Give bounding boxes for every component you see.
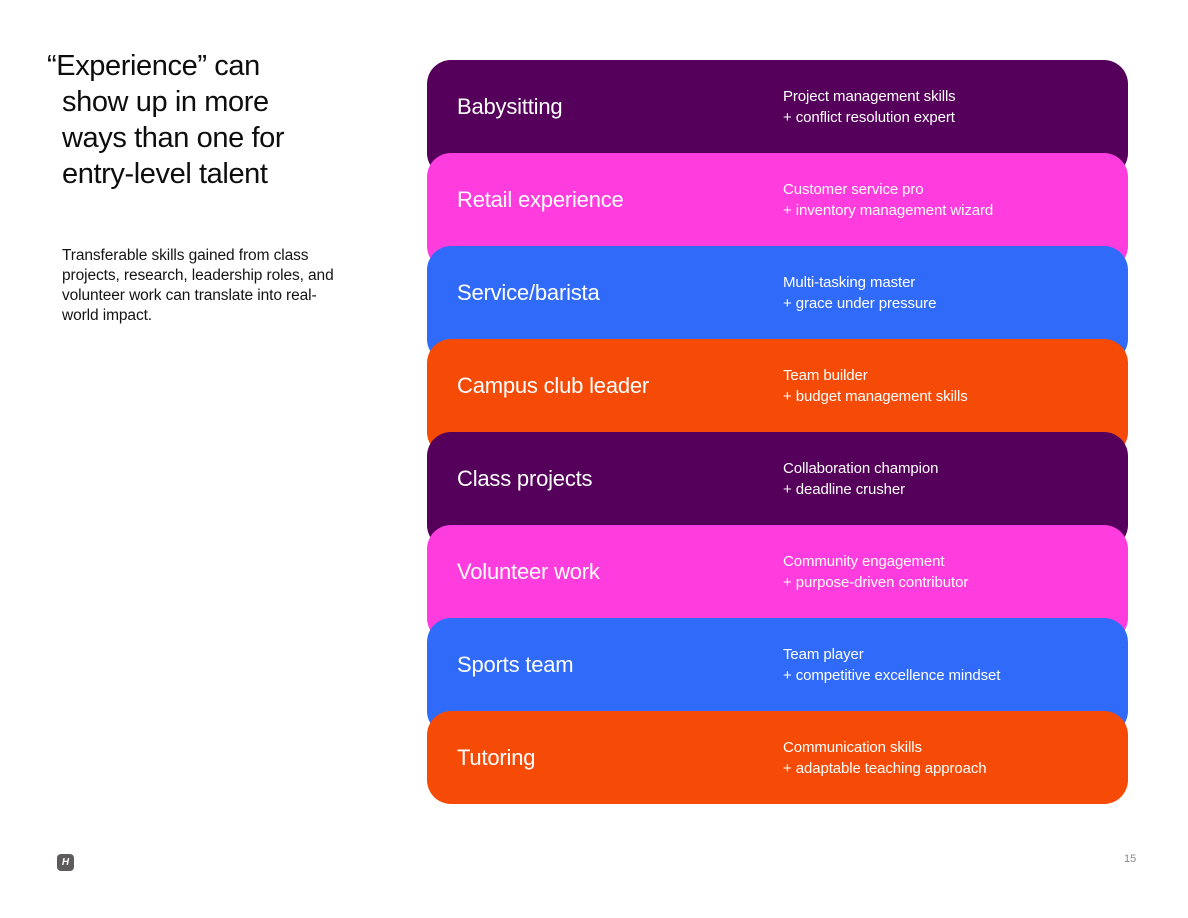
handshake-logo-icon: H xyxy=(57,854,74,871)
card-skills: Team builder + budget management skills xyxy=(783,365,988,407)
skill-secondary: + budget management skills xyxy=(783,387,968,405)
skill-primary: Customer service pro xyxy=(783,180,924,198)
skill-secondary: + purpose-driven contributor xyxy=(783,573,969,591)
skill-secondary: + grace under pressure xyxy=(783,294,937,312)
card-skills: Community engagement + purpose-driven co… xyxy=(783,551,988,593)
card-title: Retail experience xyxy=(457,186,624,212)
card-skills: Team player + competitive excellence min… xyxy=(783,644,1020,686)
experience-card-stack: Babysitting Project management skills + … xyxy=(427,60,1128,804)
card-title: Campus club leader xyxy=(457,372,650,398)
card-title: Sports team xyxy=(457,651,574,677)
card-title: Tutoring xyxy=(457,744,536,770)
card-title: Babysitting xyxy=(457,93,563,119)
card-skills: Multi-tasking master + grace under press… xyxy=(783,272,956,314)
skill-primary: Community engagement xyxy=(783,552,945,570)
skill-primary: Project management skills xyxy=(783,87,956,105)
slide-description: Transferable skills gained from class pr… xyxy=(62,247,334,324)
skill-secondary: + conflict resolution expert xyxy=(783,108,955,126)
slide-title: “Experience” can show up in more ways th… xyxy=(47,50,285,190)
skill-primary: Multi-tasking master xyxy=(783,273,916,291)
card-tutoring: Tutoring Communication skills + adaptabl… xyxy=(427,711,1128,804)
card-skills: Collaboration champion + deadline crushe… xyxy=(783,458,958,500)
skill-secondary: + deadline crusher xyxy=(783,480,906,498)
skill-primary: Team builder xyxy=(783,366,868,384)
skill-primary: Team player xyxy=(783,645,864,663)
skill-primary: Collaboration champion xyxy=(783,459,939,477)
page-number: 15 xyxy=(1124,853,1137,865)
card-skills: Communication skills + adaptable teachin… xyxy=(783,737,1007,779)
skill-primary: Communication skills xyxy=(783,738,922,756)
skill-secondary: + inventory management wizard xyxy=(783,201,994,219)
card-skills: Customer service pro + inventory managem… xyxy=(783,179,1013,221)
card-title: Class projects xyxy=(457,465,593,491)
skill-secondary: + adaptable teaching approach xyxy=(783,759,987,777)
skill-secondary: + competitive excellence mindset xyxy=(783,666,1001,684)
card-skills: Project management skills + conflict res… xyxy=(783,86,976,128)
card-title: Service/barista xyxy=(457,279,600,305)
card-title: Volunteer work xyxy=(457,558,600,584)
